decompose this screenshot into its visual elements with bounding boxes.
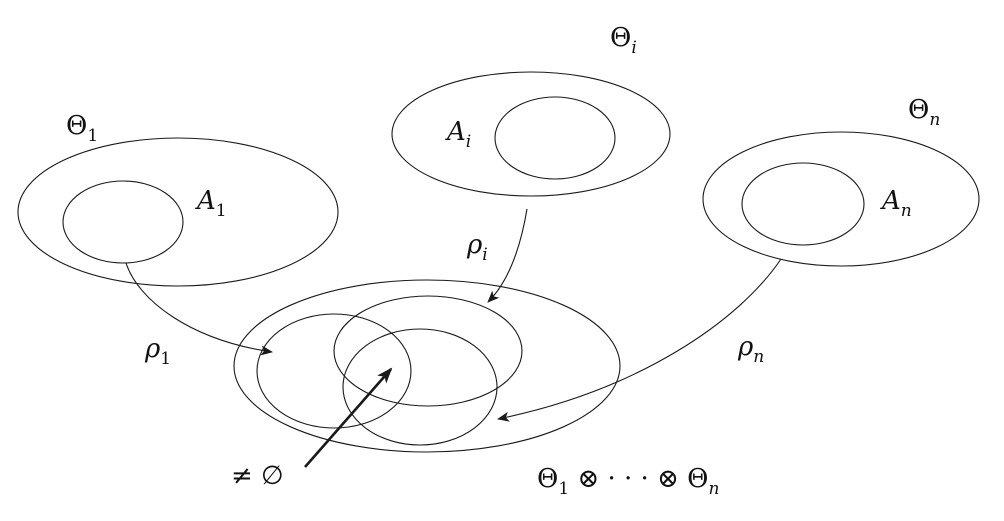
intersection-pointer: ≠ ∅ xyxy=(231,367,393,491)
refining-rho-1-arrow xyxy=(125,262,273,356)
image-a-i-ellipse xyxy=(333,295,523,407)
subset-a-n-ellipse xyxy=(741,162,865,246)
frame-theta-1-ellipse xyxy=(17,137,339,287)
refining-rho-1-label: ρ1 xyxy=(144,334,171,369)
frame-theta-n-ellipse xyxy=(702,131,980,267)
subset-a-i-ellipse xyxy=(494,96,616,180)
subset-a-1-label: A1 xyxy=(195,186,227,221)
frame-theta-1: Θ1 A1 xyxy=(17,111,339,287)
refining-rho-1: ρ1 xyxy=(125,262,273,369)
frame-theta-1-label: Θ1 xyxy=(66,111,98,146)
frame-theta-i: Θi Ai xyxy=(391,23,671,197)
image-a-n-ellipse xyxy=(342,328,498,446)
intersection-label: ≠ ∅ xyxy=(231,461,284,491)
subset-a-i-label: Ai xyxy=(445,117,471,152)
subset-a-1-ellipse xyxy=(62,180,184,264)
frame-theta-n: Θn An xyxy=(702,95,980,267)
refining-rho-n-label: ρn xyxy=(737,332,764,367)
refining-rho-i: ρi xyxy=(466,208,528,303)
product-frame-ellipse xyxy=(233,279,621,453)
refining-rho-i-label: ρi xyxy=(466,230,488,265)
frame-theta-n-label: Θn xyxy=(908,95,940,130)
refining-rho-i-arrow xyxy=(487,208,528,303)
refining-rho-n-arrow xyxy=(497,258,782,422)
frame-theta-i-ellipse xyxy=(391,71,671,197)
subset-a-n-label: An xyxy=(880,186,912,221)
image-a-1-ellipse xyxy=(256,313,412,429)
frame-theta-i-label: Θi xyxy=(610,23,637,58)
refining-rho-n: ρn xyxy=(497,258,782,422)
product-frame: Θ1 ⊗ · · · ⊗ Θn xyxy=(233,279,719,499)
intersection-arrow xyxy=(304,367,393,468)
product-frame-label: Θ1 ⊗ · · · ⊗ Θn xyxy=(537,464,719,499)
